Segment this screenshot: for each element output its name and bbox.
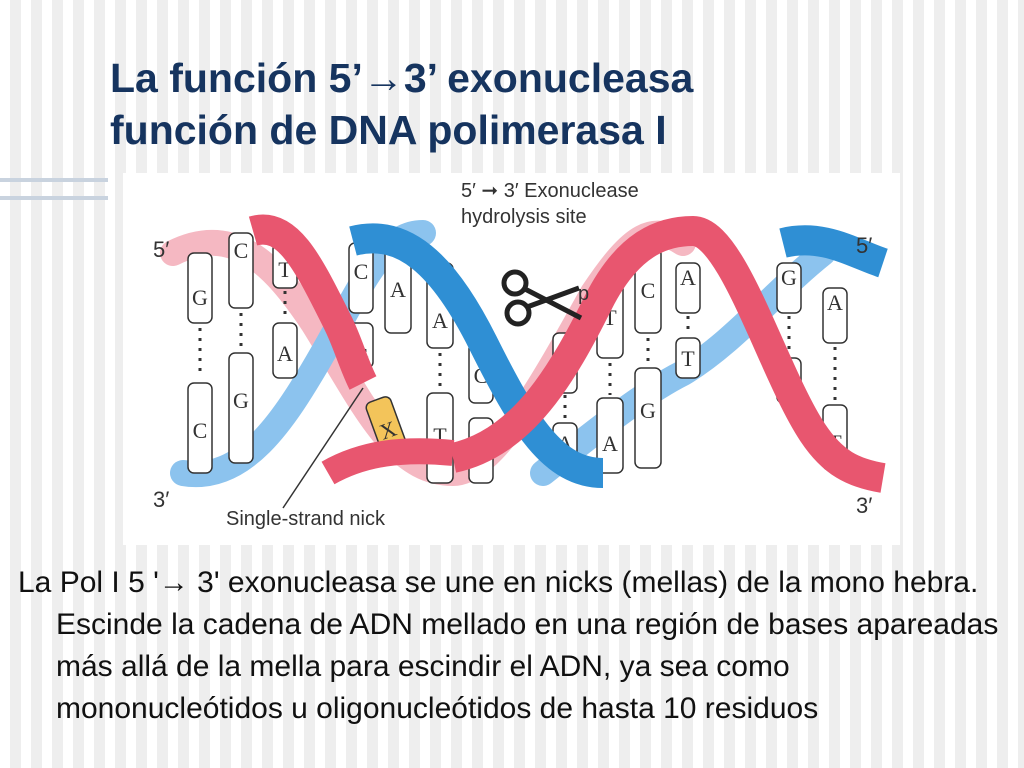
stripe bbox=[0, 196, 108, 200]
base-pair: C G bbox=[634, 247, 662, 469]
title-line-2: función de DNA polimerasa I bbox=[110, 107, 667, 153]
base-pair: A T bbox=[675, 262, 701, 379]
decorative-stripes bbox=[0, 0, 108, 205]
label-single-strand-nick: Single-strand nick bbox=[226, 508, 386, 530]
body-paragraph: La Pol I 5 '→ 3' exonucleasa se une en n… bbox=[18, 566, 999, 725]
nick-pointer-line bbox=[282, 387, 364, 509]
end-top-left: 5′ bbox=[153, 237, 169, 262]
front-strand-pink-right bbox=[449, 215, 886, 493]
slide-title: La función 5’→3’ exonucleasa función de … bbox=[110, 52, 990, 156]
label-phosphate: p bbox=[578, 283, 589, 305]
title-line-1: La función 5’→3’ exonucleasa bbox=[110, 55, 694, 101]
scissors-icon bbox=[501, 269, 583, 327]
stripe bbox=[0, 178, 108, 182]
end-bottom-right: 3′ bbox=[856, 493, 872, 518]
base-pair: C G bbox=[228, 232, 254, 464]
front-strand-blue-right bbox=[779, 225, 888, 278]
base-letter: A bbox=[827, 290, 843, 315]
front-strand-pink-left bbox=[248, 214, 377, 390]
base-letter: G bbox=[781, 265, 797, 290]
base-letter: G bbox=[640, 398, 656, 423]
base-letter: A bbox=[390, 277, 406, 302]
base-pair: G C bbox=[187, 252, 213, 474]
base-letter: A bbox=[602, 431, 618, 456]
base-letter: A bbox=[277, 341, 293, 366]
front-strand-pink-nick bbox=[321, 438, 455, 485]
end-top-right: 5′ bbox=[856, 233, 872, 258]
base-letter: C bbox=[193, 418, 208, 443]
dna-exonuclease-figure: G C C G T A C bbox=[123, 173, 900, 545]
base-letter: A bbox=[432, 308, 448, 333]
base-letter: A bbox=[680, 265, 696, 290]
front-strand-blue bbox=[349, 223, 604, 488]
label-hydrolysis-site: hydrolysis site bbox=[461, 206, 587, 228]
base-letter: C bbox=[354, 259, 369, 284]
dna-helix-diagram: G C C G T A C bbox=[153, 180, 888, 530]
base-letter: G bbox=[233, 388, 249, 413]
base-letter: C bbox=[641, 278, 656, 303]
label-exonuclease-site: 5′ ➞ 3′ Exonuclease bbox=[461, 180, 639, 202]
base-letter: G bbox=[192, 285, 208, 310]
base-letter: C bbox=[234, 238, 249, 263]
end-bottom-left: 3′ bbox=[153, 487, 169, 512]
base-letter: T bbox=[681, 346, 695, 371]
